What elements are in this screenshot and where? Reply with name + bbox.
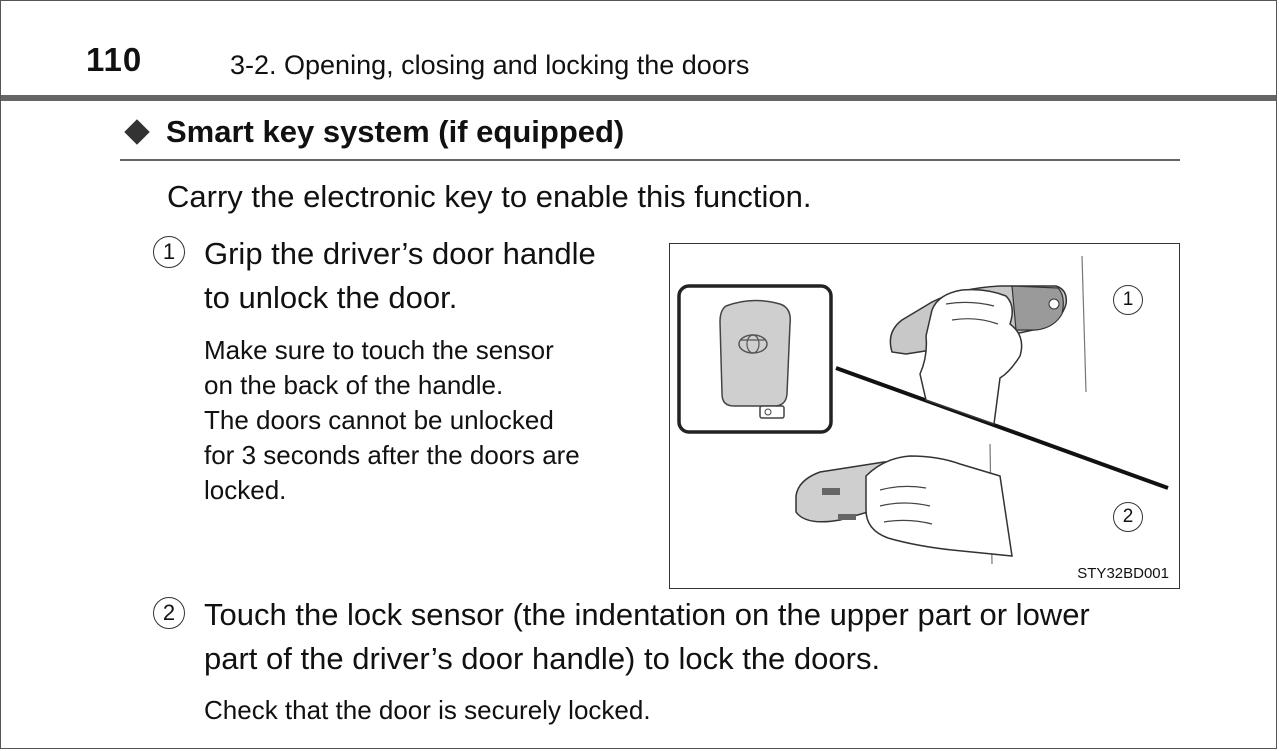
section-divider bbox=[120, 159, 1180, 161]
step-2-line: part of the driver’s door handle) to loc… bbox=[204, 641, 881, 676]
step-1-text: Grip the driver’s door handle to unlock … bbox=[204, 232, 640, 320]
step-1-line: to unlock the door. bbox=[204, 280, 458, 315]
step-1-number: 1 bbox=[153, 236, 185, 268]
page-number: 110 bbox=[86, 41, 143, 78]
door-handle-illustration: 1 2 STY32BD001 bbox=[669, 243, 1180, 589]
step-2-line: Touch the lock sensor (the indentation o… bbox=[204, 597, 1090, 632]
figure-code: STY32BD001 bbox=[1077, 565, 1169, 582]
step-1-note-line: The doors cannot be unlocked bbox=[204, 405, 554, 435]
step-1-note-line: on the back of the handle. bbox=[204, 370, 504, 400]
hand-icon bbox=[865, 455, 1013, 557]
section-heading: Smart key system (if equipped) bbox=[124, 114, 624, 150]
figure-callout-1: 1 bbox=[1113, 285, 1143, 315]
step-1-note-line: Make sure to touch the sensor bbox=[204, 335, 554, 365]
step-2-number: 2 bbox=[153, 597, 185, 629]
illustration-drawing bbox=[677, 255, 1169, 565]
step-1-line: Grip the driver’s door handle bbox=[204, 236, 596, 271]
smart-key-fob-icon bbox=[677, 284, 833, 434]
section-title: Smart key system (if equipped) bbox=[166, 114, 625, 149]
step-2-text: Touch the lock sensor (the indentation o… bbox=[204, 593, 1174, 681]
hand-icon bbox=[919, 288, 1023, 426]
step-1-note-line: for 3 seconds after the doors are bbox=[204, 440, 580, 470]
intro-text: Carry the electronic key to enable this … bbox=[167, 179, 812, 214]
diamond-bullet-icon bbox=[124, 119, 150, 145]
chapter-section-title: 3-2. Opening, closing and locking the do… bbox=[230, 50, 750, 80]
header-divider bbox=[1, 95, 1276, 101]
step-1-note-line: locked. bbox=[204, 475, 287, 505]
step-2-note: Check that the door is securely locked. bbox=[204, 695, 651, 725]
step-1-notes: Make sure to touch the sensor on the bac… bbox=[204, 333, 640, 508]
figure-callout-2: 2 bbox=[1113, 502, 1143, 532]
